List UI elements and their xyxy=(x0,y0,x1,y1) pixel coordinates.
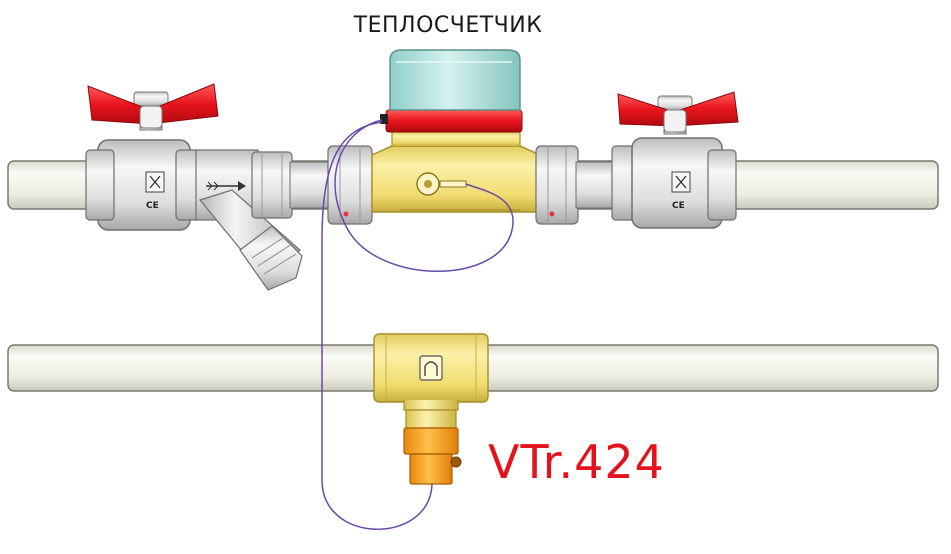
heat-meter xyxy=(371,49,541,213)
seal-point-icon xyxy=(343,211,349,217)
cable-connector-icon xyxy=(380,114,388,124)
sensor-cables xyxy=(321,119,514,530)
left-valve-handle-icon[interactable] xyxy=(87,83,219,129)
seal-point-icon xyxy=(549,211,555,217)
temperature-sensor xyxy=(403,409,462,485)
flow-direction-arrow-icon xyxy=(206,181,246,191)
ce-mark-right: CE xyxy=(672,201,685,211)
ce-mark-left: CE xyxy=(146,201,159,211)
y-strainer xyxy=(195,149,303,291)
left-ball-valve: CE xyxy=(85,83,219,231)
tee-logo-icon xyxy=(419,355,443,381)
right-valve-handle-icon[interactable] xyxy=(617,91,739,133)
right-meter-union xyxy=(535,145,617,225)
sensor-model-label: VTr.424 xyxy=(488,435,665,489)
right-ball-valve: CE xyxy=(611,91,739,229)
meter-sensor-port-icon xyxy=(416,172,467,196)
left-meter-union xyxy=(289,145,373,225)
return-tee-fitting xyxy=(373,333,489,411)
heat-meter-label: ТЕПЛОСЧЕТЧИК xyxy=(353,13,543,38)
